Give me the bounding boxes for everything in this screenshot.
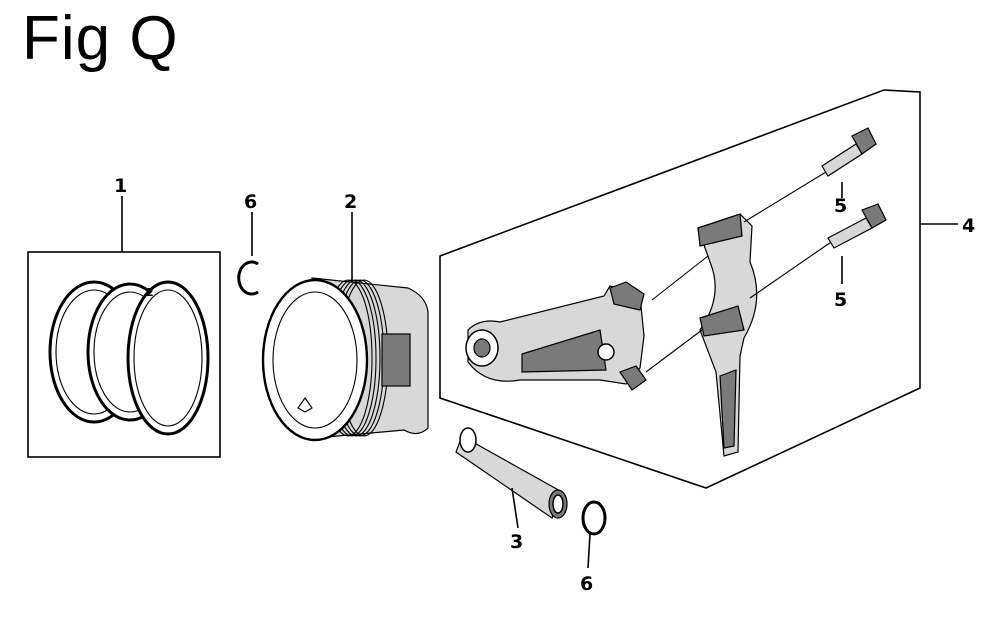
callout-6-lower: 6 [580, 573, 593, 595]
piston-pin: 3 [455, 427, 568, 553]
pin-boss [381, 333, 411, 387]
leader-3 [511, 487, 519, 529]
ring-set-frame [27, 251, 221, 458]
piston-pin-clip-upper: 6 [237, 191, 259, 296]
connecting-rod-assembly: 4 [439, 89, 975, 489]
piston: 2 [261, 191, 429, 442]
alignment-line [651, 255, 709, 301]
callout-5-lower: 5 [834, 289, 847, 311]
callout-3: 3 [510, 531, 523, 553]
callout-1: 1 [114, 175, 127, 197]
callout-6-upper: 6 [244, 191, 257, 213]
connecting-rod-cap [697, 213, 758, 457]
rod-bolt-lower: 5 [827, 203, 887, 311]
callout-5-upper: 5 [834, 195, 847, 217]
piston-ring [126, 280, 210, 436]
alignment-line [645, 329, 703, 373]
connecting-rod [465, 281, 647, 391]
piston-crown [261, 278, 369, 442]
direction-mark [297, 397, 313, 413]
rod-bolt-upper: 5 [821, 127, 877, 217]
piston-ring-set: 2 1 [27, 175, 221, 458]
assembly-frame [439, 89, 921, 489]
piston-pin-clip-lower: 6 [580, 500, 607, 595]
ring-mark: 2 [146, 286, 154, 299]
figure-title: Fig Q [22, 4, 179, 73]
callout-4: 4 [962, 215, 975, 237]
alignment-line [749, 239, 835, 299]
leader-6-lower [587, 533, 591, 569]
alignment-line [743, 171, 827, 223]
callout-2: 2 [344, 191, 357, 213]
